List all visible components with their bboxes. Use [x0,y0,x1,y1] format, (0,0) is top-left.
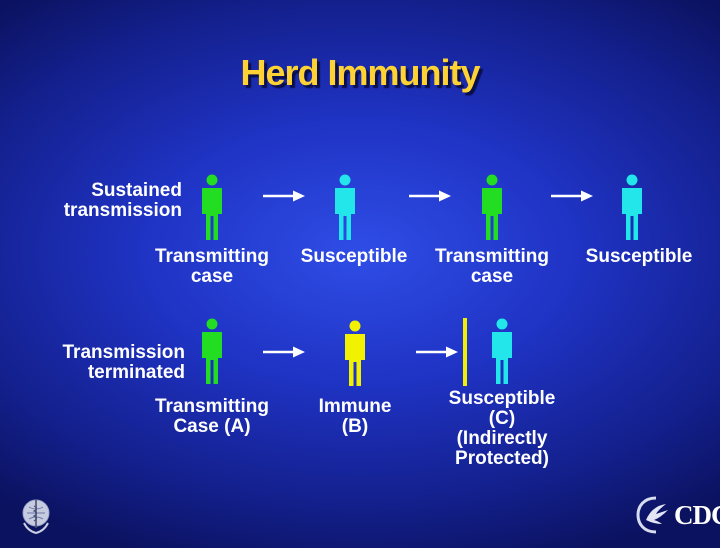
cdc-wordmark: CDC [674,500,720,530]
row-label-line: terminated [87,362,185,383]
caption-line: (Indirectly [456,428,548,449]
arrow-icon [263,346,305,358]
caption-line: Transmitting [154,396,269,417]
row-label-sustained: Sustained transmission [60,181,182,221]
person-icon-susceptible [622,174,642,240]
caption-line: Susceptible [585,246,693,267]
caption-line: Transmitting [154,246,269,267]
person-caption: Immune (B) [305,397,405,437]
caption-line: Susceptible [300,246,408,267]
row-label-line: Sustained [91,180,182,201]
arrow-icon [263,190,305,202]
transmission-barrier [463,318,467,386]
row-label-line: Transmission [62,342,186,363]
caption-line: case [190,266,234,287]
arrow-icon [416,346,458,358]
caption-line: Case (A) [173,416,251,437]
person-caption: Transmitting case [417,247,567,287]
person-icon-transmitting [482,174,502,240]
caption-line: (C) [488,408,516,429]
person-caption: Transmitting Case (A) [137,397,287,437]
slide-title: Herd Immunity [240,52,480,93]
caption-line: (B) [341,416,369,437]
row-label-line: transmission [63,200,182,221]
person-caption: Susceptible [283,247,425,267]
cdc-logo: CDC [636,494,720,540]
person-icon-immune [345,320,365,386]
arrow-icon [551,190,593,202]
person-icon-transmitting [202,318,222,384]
caption-line: case [470,266,514,287]
person-caption: Susceptible [568,247,710,267]
caption-line: Transmitting [434,246,549,267]
caption-line: Immune [318,396,392,417]
person-icon-susceptible [492,318,512,384]
hhs-eagle-icon [636,496,668,534]
person-icon-susceptible [335,174,355,240]
who-emblem-icon [22,499,50,535]
person-caption: Transmitting case [137,247,287,287]
caption-line: Protected) [455,448,549,469]
caption-line: Susceptible [448,388,556,409]
arrow-icon [409,190,451,202]
row-label-terminated: Transmission terminated [30,342,186,383]
person-caption: Susceptible (C) (Indirectly Protected) [432,389,572,469]
person-icon-transmitting [202,174,222,240]
